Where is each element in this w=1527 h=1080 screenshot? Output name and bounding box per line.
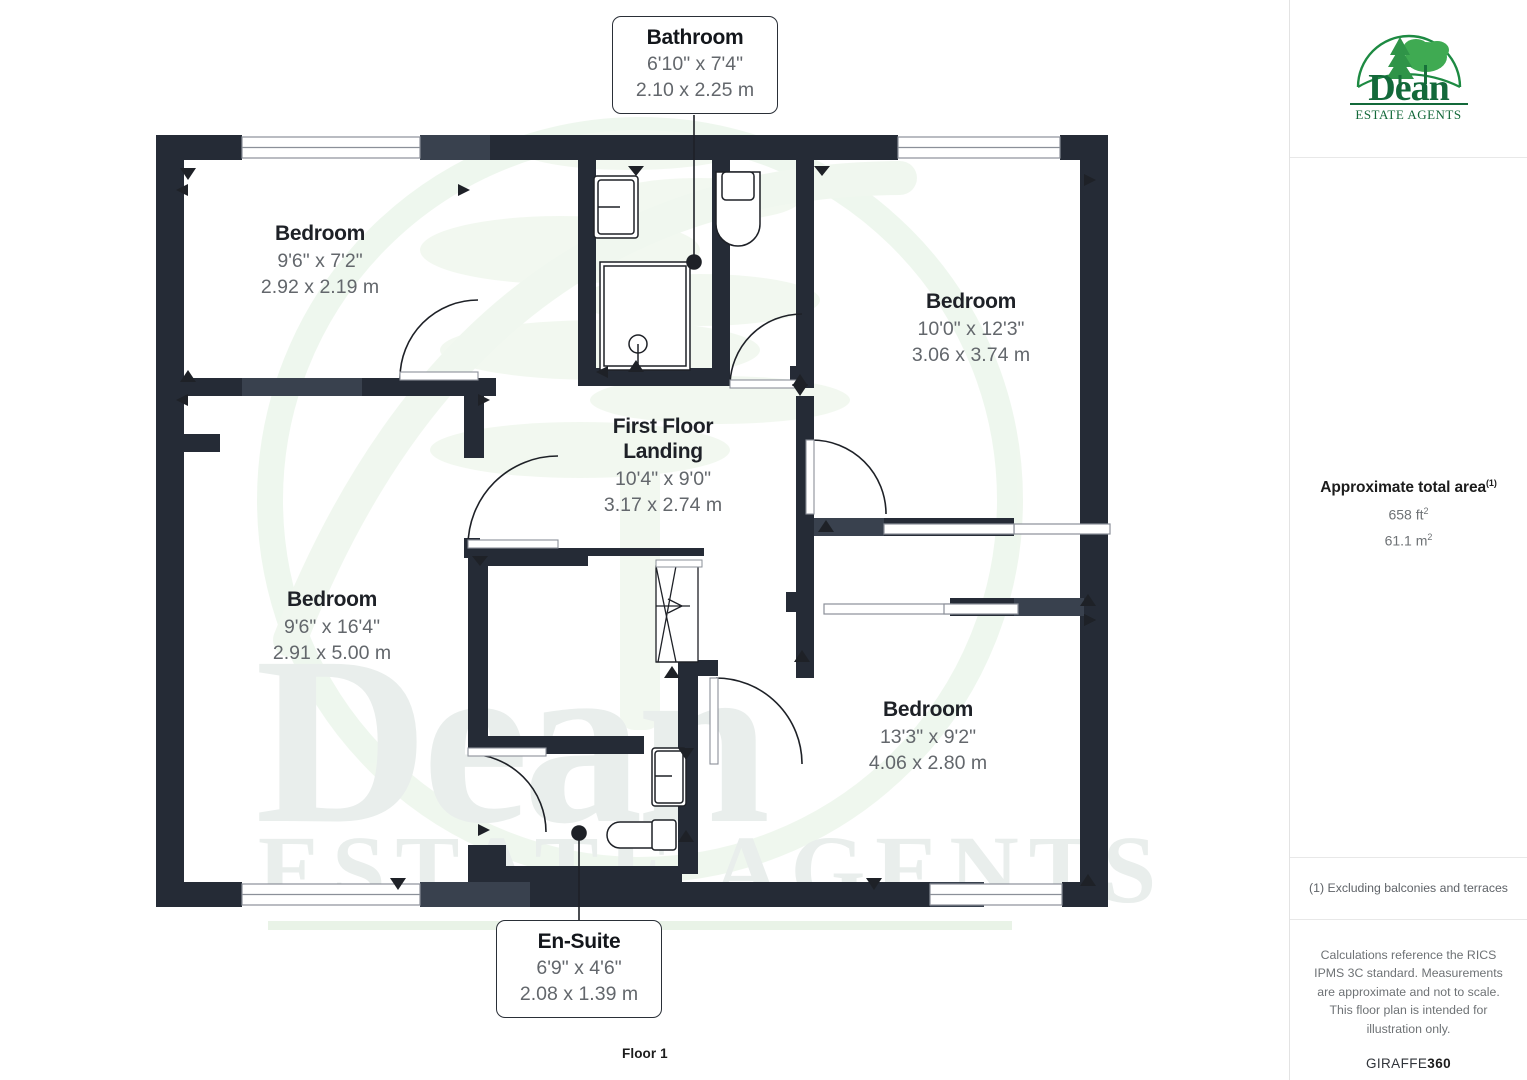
room-dim-metric: 2.10 x 2.25 m bbox=[635, 79, 755, 101]
room-label-bedroom-2: Bedroom 10'0" x 12'3" 3.06 x 3.74 m bbox=[866, 290, 1076, 367]
room-dim-metric: 2.92 x 2.19 m bbox=[260, 275, 380, 298]
legal-section: Calculations reference the RICS IPMS 3C … bbox=[1290, 920, 1527, 1080]
room-dim-metric: 4.06 x 2.80 m bbox=[868, 751, 988, 774]
info-sidebar: Dean ESTATE AGENTS Approximate total are… bbox=[1289, 0, 1527, 1080]
room-label-bedroom-4: Bedroom 13'3" x 9'2" 4.06 x 2.80 m bbox=[828, 698, 1028, 775]
room-name: Bathroom bbox=[646, 26, 744, 49]
brand-prefix: GIRAFFE bbox=[1365, 1056, 1428, 1072]
total-area-label: Approximate total area bbox=[1320, 479, 1487, 497]
brand-suffix: 360 bbox=[1427, 1056, 1452, 1072]
room-dim-imperial: 6'9" x 4'6" bbox=[536, 957, 622, 979]
room-label-bedroom-3: Bedroom 9'6" x 16'4" 2.91 x 5.00 m bbox=[232, 588, 432, 665]
sqm-value: 61.1 m bbox=[1384, 532, 1428, 549]
room-label-bedroom-1: Bedroom 9'6" x 7'2" 2.92 x 2.19 m bbox=[220, 222, 420, 299]
total-area-section: Approximate total area(1) 658 ft2 61.1 m… bbox=[1290, 158, 1527, 858]
room-callout-en-suite: En-Suite 6'9" x 4'6" 2.08 x 1.39 m bbox=[496, 920, 662, 1018]
room-dim-metric: 2.91 x 5.00 m bbox=[272, 641, 392, 664]
room-name: Bedroom bbox=[274, 222, 366, 245]
room-callout-bathroom: Bathroom 6'10" x 7'4" 2.10 x 2.25 m bbox=[612, 16, 778, 114]
footnote-text: (1) Excluding balconies and terraces bbox=[1309, 881, 1508, 896]
room-name: Bedroom bbox=[286, 588, 378, 611]
room-dim-metric: 2.08 x 1.39 m bbox=[519, 983, 639, 1005]
room-dim-imperial: 6'10" x 7'4" bbox=[646, 53, 744, 75]
giraffe360-brand: GIRAFFE360 bbox=[1312, 1056, 1505, 1071]
sqft-value: 658 ft bbox=[1388, 506, 1424, 523]
total-area-sqft: 658 ft2 bbox=[1290, 506, 1527, 523]
tree-arch-icon bbox=[1356, 34, 1461, 88]
legal-disclaimer: Calculations reference the RICS IPMS 3C … bbox=[1314, 948, 1503, 1036]
logo-subtitle: ESTATE AGENTS bbox=[1349, 102, 1468, 123]
room-name-line2: Landing bbox=[623, 439, 703, 463]
floor-caption: Floor 1 bbox=[622, 1046, 668, 1061]
room-dim-imperial: 9'6" x 16'4" bbox=[283, 615, 381, 638]
total-area-title: Approximate total area(1) bbox=[1290, 478, 1527, 497]
room-dim-imperial: 9'6" x 7'2" bbox=[277, 249, 363, 272]
room-dim-imperial: 13'3" x 9'2" bbox=[879, 725, 977, 748]
total-area-footnote-marker: (1) bbox=[1486, 478, 1497, 488]
sqm-exponent: 2 bbox=[1427, 531, 1433, 542]
logo-wordmark: Dean bbox=[1368, 66, 1449, 109]
sqft-exponent: 2 bbox=[1423, 506, 1429, 517]
room-name: Bedroom bbox=[925, 290, 1017, 313]
room-name-line1: First Floor bbox=[612, 415, 714, 438]
room-name: En-Suite bbox=[537, 930, 621, 953]
floorplan-walls bbox=[156, 115, 1111, 930]
floorplan-canvas: Dean ESTATE AGENTS bbox=[156, 16, 1156, 1061]
footnote-section: (1) Excluding balconies and terraces bbox=[1290, 858, 1527, 920]
tree-logo-icon: Dean ESTATE AGENTS bbox=[1349, 29, 1468, 129]
total-area-sqm: 61.1 m2 bbox=[1290, 532, 1527, 549]
room-dim-metric: 3.17 x 2.74 m bbox=[603, 493, 723, 516]
room-label-landing: First Floor Landing 10'4" x 9'0" 3.17 x … bbox=[558, 415, 768, 517]
room-dim-imperial: 10'0" x 12'3" bbox=[917, 317, 1025, 340]
room-name: Bedroom bbox=[882, 698, 974, 721]
brand-logo-section: Dean ESTATE AGENTS bbox=[1290, 0, 1527, 158]
room-dim-imperial: 10'4" x 9'0" bbox=[614, 467, 712, 490]
room-dim-metric: 3.06 x 3.74 m bbox=[911, 343, 1031, 366]
